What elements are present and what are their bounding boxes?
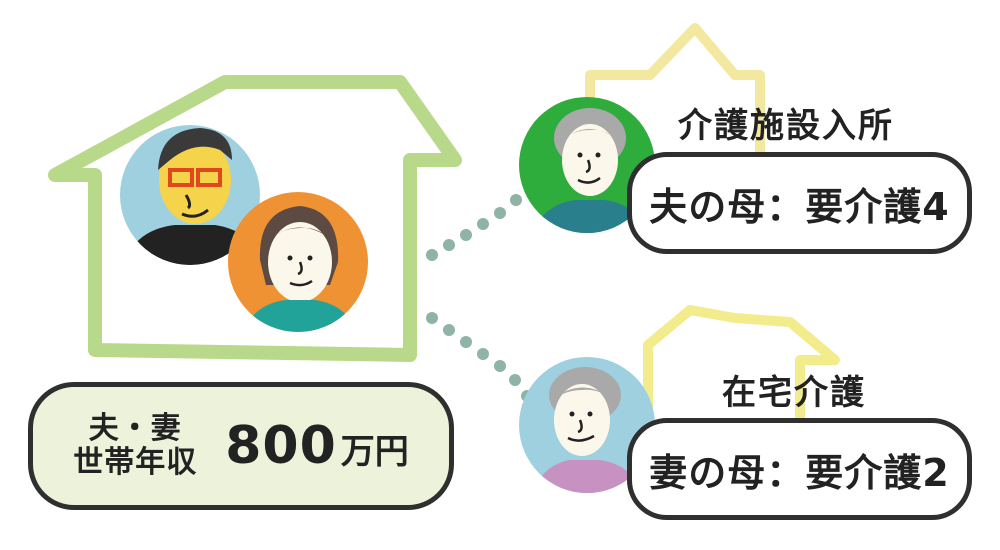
main-house-icon [48,75,462,362]
wife-mother-status: 妻の母：要介護2 [649,450,950,495]
connector-dots-upper [426,178,536,261]
members-label: 夫・妻 [88,410,182,446]
home-care-heading: 在宅介護 [722,373,866,413]
household-income-box: 夫・妻 世帯年収 800 万円 [28,382,454,510]
income-label: 世帯年収 [73,445,198,480]
income-amount: 800 万円 [225,416,409,476]
household-income-label: 夫・妻 世帯年収 [73,410,198,481]
income-unit: 万円 [340,432,409,472]
husband-mother-status-box: 夫の母：要介護4 [627,152,972,254]
facility-care-heading: 介護施設入所 [678,106,894,146]
income-number: 800 [225,416,337,476]
home-house-icon [643,305,840,435]
husband-mother-status: 夫の母：要介護4 [649,184,950,229]
wife-mother-status-box: 妻の母：要介護2 [627,418,972,520]
wife-avatar [228,192,368,332]
facility-house-icon [585,23,765,165]
connector-dots-lower [426,312,533,402]
